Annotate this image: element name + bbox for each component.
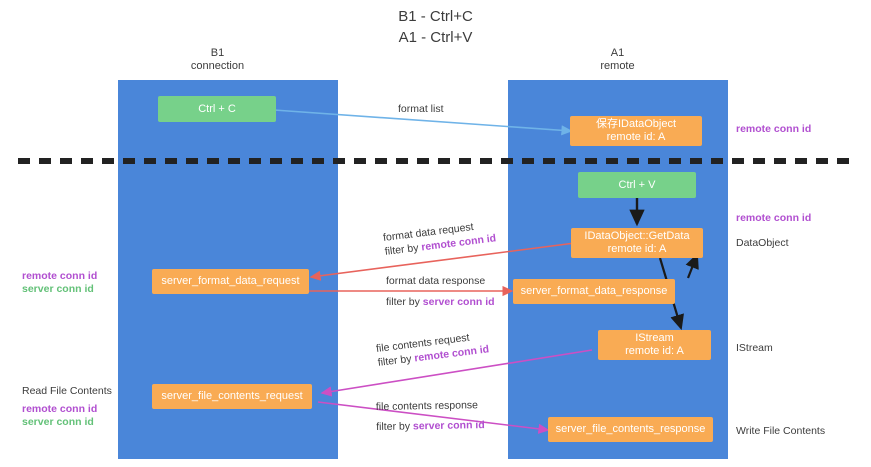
lane-header-a1-name: A1: [610, 47, 625, 59]
right-annotation-remote-conn-id-top: remote conn id: [736, 123, 812, 135]
box-istream-line1: IStream: [635, 332, 674, 344]
box-save-idataobject-line1: 保存IDataObject: [595, 118, 677, 130]
box-server-format-data-response[interactable]: server_format_data_response: [513, 279, 675, 304]
filter-prefix-3: filter by: [377, 352, 416, 369]
edge-label-format-data-response-main: format data response: [386, 275, 486, 287]
lane-header-a1: A1 remote: [535, 47, 700, 73]
box-getdata-line2: remote id: A: [607, 243, 667, 255]
filter-key-server-conn-id-2: server conn id: [412, 419, 485, 433]
box-ctrl-v-label: Ctrl + V: [618, 178, 656, 191]
left-annotation-remote-conn-id-2: remote conn id: [22, 403, 98, 415]
box-save-idataobject[interactable]: 保存IDataObject remote id: A: [570, 116, 702, 146]
edge-label-format-list: format list: [398, 103, 444, 115]
lane-header-b1-name: B1: [210, 47, 225, 59]
lane-header-b1-sub: connection: [190, 60, 245, 72]
page-title: B1 - Ctrl+C A1 - Ctrl+V: [0, 6, 871, 48]
right-annotation-dataobject: DataObject: [736, 237, 789, 249]
box-server-file-contents-request-label: server_file_contents_request: [161, 390, 303, 402]
title-line-2: A1 - Ctrl+V: [398, 29, 473, 46]
edge-label-file-contents-request: file contents request filter by remote c…: [375, 328, 490, 369]
edge-label-file-contents-response-main: file contents response: [375, 399, 479, 414]
left-annotation-server-conn-id-2: server conn id: [22, 416, 94, 428]
box-istream-line2: remote id: A: [625, 345, 684, 357]
right-annotation-istream: IStream: [736, 342, 773, 354]
edge-label-format-data-response-filter: filter by server conn id: [386, 295, 495, 309]
box-server-format-data-request-label: server_format_data_request: [161, 275, 300, 287]
right-annotation-write-file-contents: Write File Contents: [736, 425, 826, 437]
box-server-file-contents-response-label: server_file_contents_response: [555, 423, 706, 435]
box-istream[interactable]: IStream remote id: A: [598, 330, 711, 360]
right-annotation-remote-conn-id-mid: remote conn id: [736, 212, 812, 224]
edge-label-file-contents-response: file contents response filter by server …: [376, 398, 485, 434]
lane-header-b1: B1 connection: [135, 47, 300, 73]
title-line-1: B1 - Ctrl+C: [398, 8, 473, 25]
box-idataobject-getdata[interactable]: IDataObject::GetData remote id: A: [571, 228, 703, 258]
filter-prefix: filter by: [384, 241, 423, 258]
box-getdata-line1: IDataObject::GetData: [584, 230, 690, 242]
left-annotation-read-file-contents: Read File Contents: [22, 385, 112, 397]
edge-label-file-contents-response-filter: filter by server conn id: [376, 418, 485, 434]
box-save-idataobject-line2: remote id: A: [606, 131, 666, 143]
box-server-format-data-request[interactable]: server_format_data_request: [152, 269, 309, 294]
edge-label-format-data-request: format data request filter by remote con…: [382, 217, 497, 258]
box-ctrl-c[interactable]: Ctrl + C: [158, 96, 276, 122]
left-annotation-server-conn-id: server conn id: [22, 283, 94, 295]
box-server-file-contents-request[interactable]: server_file_contents_request: [152, 384, 312, 409]
box-ctrl-v[interactable]: Ctrl + V: [578, 172, 696, 198]
box-server-file-contents-response[interactable]: server_file_contents_response: [548, 417, 713, 442]
filter-prefix-4: filter by: [376, 420, 414, 433]
left-annotation-remote-conn-id: remote conn id: [22, 270, 98, 282]
box-server-format-data-response-label: server_format_data_response: [520, 285, 668, 297]
filter-prefix-2: filter by: [386, 296, 423, 308]
edge-label-format-data-response: format data response filter by server co…: [386, 274, 495, 309]
lane-header-a1-sub: remote: [600, 60, 635, 72]
box-ctrl-c-label: Ctrl + C: [198, 102, 236, 115]
filter-key-server-conn-id: server conn id: [422, 296, 495, 308]
